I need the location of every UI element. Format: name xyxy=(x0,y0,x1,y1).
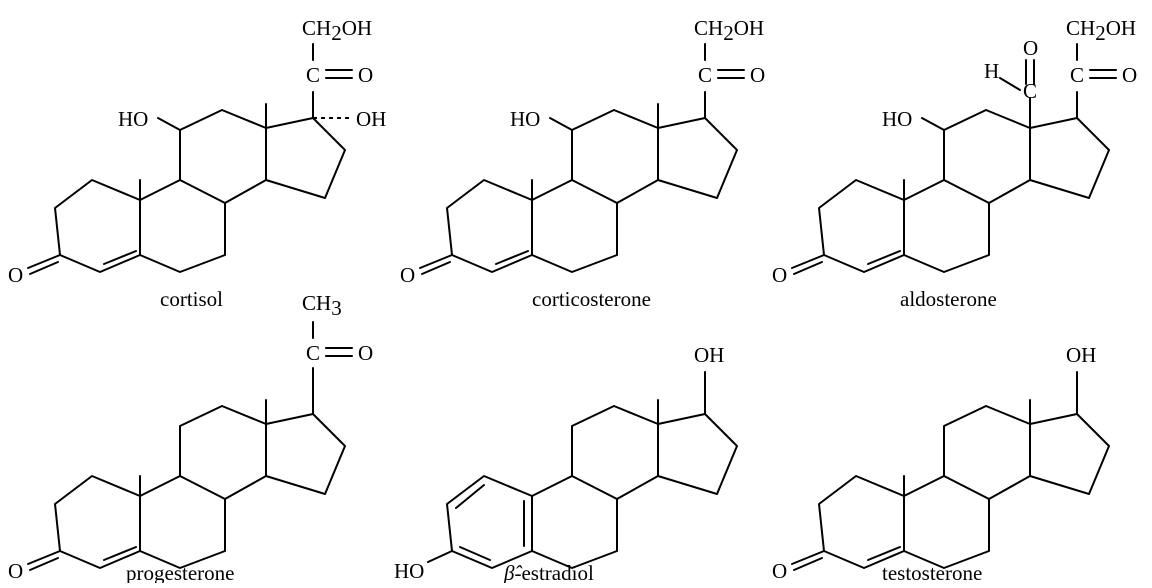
hydroxyl-11-label: HO xyxy=(882,107,912,131)
carbonyl-o-label: O xyxy=(358,341,373,365)
ketone-o-label: O xyxy=(772,263,787,287)
subscript-2: 2 xyxy=(331,21,342,45)
ch2oh-label: CH2OH xyxy=(1066,16,1136,45)
carbonyl-c-label: C xyxy=(1070,63,1084,87)
molecule-name: cortisol xyxy=(160,287,223,311)
steroid-skeleton xyxy=(419,43,745,275)
ketone-o-label: O xyxy=(400,263,415,287)
steroid-skeleton xyxy=(791,43,1117,275)
carbonyl-c-label: C xyxy=(698,63,712,87)
aldehyde-h-label: H xyxy=(984,59,999,83)
ch2oh-label: CH2OH xyxy=(694,16,764,45)
steroid-skeleton xyxy=(427,371,738,569)
oh-text: OH xyxy=(1106,16,1136,40)
steroid-skeleton xyxy=(791,371,1110,571)
molecule-name: β̂-estradiol xyxy=(503,561,594,583)
carbonyl-c-label: C xyxy=(306,63,320,87)
hydroxyl-3-label: HO xyxy=(394,559,424,583)
molecule-name: corticosterone xyxy=(532,287,651,311)
molecule-aldosterone: O HO H O C C O CH2OH aldosterone xyxy=(772,16,1137,311)
ch-text: CH xyxy=(694,16,723,40)
hydroxyl-17-label: OH xyxy=(694,343,724,367)
molecule-testosterone: O OH testosterone xyxy=(772,343,1110,585)
ch2oh-label: CH2OH xyxy=(302,16,372,45)
subscript-3: 3 xyxy=(331,296,342,320)
subscript-2: 2 xyxy=(1095,21,1106,45)
carbonyl-c-label: C xyxy=(306,341,320,365)
molecule-name: progesterone xyxy=(126,561,234,583)
oh-text: OH xyxy=(342,16,372,40)
carbonyl-o-label: O xyxy=(358,63,373,87)
carbonyl-o-label: O xyxy=(750,63,765,87)
carbonyl-o-label: O xyxy=(1122,63,1137,87)
molecule-cortisol: O HO OH C O CH2OH cortisol xyxy=(8,16,386,311)
steroid-skeleton xyxy=(27,43,353,275)
ketone-o-label: O xyxy=(772,559,787,583)
molecule-estradiol: HO OH β̂-estradiol xyxy=(394,343,738,585)
hydroxyl-17-label: OH xyxy=(356,107,386,131)
aldehyde-c-label: C xyxy=(1023,79,1037,103)
hydroxyl-17-label: OH xyxy=(1066,343,1096,367)
ketone-o-label: O xyxy=(8,263,23,287)
molecule-progesterone: O C O CH3 progesterone xyxy=(8,291,373,585)
oh-text: OH xyxy=(734,16,764,40)
molecule-name: aldosterone xyxy=(900,287,997,311)
hydroxyl-11-label: HO xyxy=(118,107,148,131)
ch-text: CH xyxy=(302,16,331,40)
ch-text: CH xyxy=(302,291,331,315)
molecule-name: testosterone xyxy=(882,561,982,583)
aldehyde-o-label: O xyxy=(1023,36,1038,60)
hydroxyl-11-label: HO xyxy=(510,107,540,131)
subscript-2: 2 xyxy=(723,21,734,45)
ch-text: CH xyxy=(1066,16,1095,40)
ketone-o-label: O xyxy=(8,559,23,583)
molecule-corticosterone: O HO C O CH2OH corticosterone xyxy=(400,16,765,311)
ch3-label: CH3 xyxy=(302,291,342,320)
steroid-skeleton xyxy=(27,321,353,571)
name-text: -estradiol xyxy=(514,561,593,583)
